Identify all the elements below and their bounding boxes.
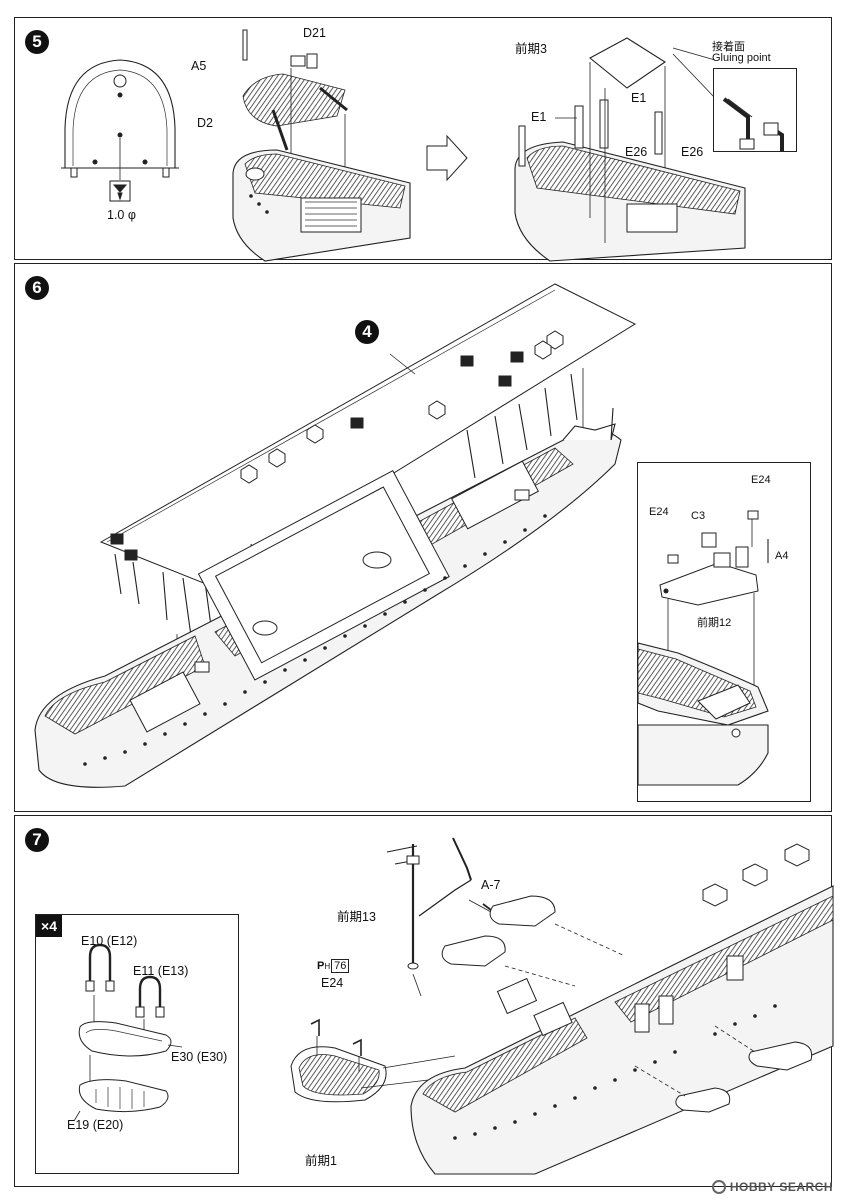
lifeboat-inset: ×4	[35, 914, 239, 1174]
part-label-e24: E24	[321, 976, 344, 990]
step-5-illustration	[61, 29, 746, 262]
gluing-detail-icon	[722, 97, 784, 151]
step-7-panel: 7 ×4 E10 (E12) E11 (E	[14, 815, 834, 1187]
part-label-a7: A-7	[481, 878, 501, 892]
arch-part	[61, 59, 179, 180]
step-7-illustration	[290, 837, 834, 1175]
part-label-zenki1: 前期1	[305, 1154, 337, 1168]
part-label-e1-left: E1	[531, 110, 547, 124]
bow-deck-part	[242, 29, 348, 223]
inset-label-e24-left: E24	[649, 506, 669, 518]
step-6-illustration	[34, 283, 637, 788]
gluing-point-inset	[713, 68, 797, 152]
step-5-panel: 5	[14, 17, 832, 262]
inset-label-c3: C3	[691, 510, 706, 522]
part-label-e10: E10 (E12)	[81, 934, 138, 948]
drill-hole-icon	[109, 180, 131, 202]
step-number-badge: 5	[25, 30, 49, 54]
part-label-e26-left: E26	[625, 145, 648, 159]
hull-bow-left	[232, 149, 411, 262]
hull-portholes	[83, 514, 547, 766]
inset-label-a4: A4	[775, 550, 789, 562]
part-label-d2: D2	[197, 116, 213, 130]
gluing-label-en: Gluing point	[712, 52, 771, 64]
part-label-e30: E30 (E30)	[171, 1050, 228, 1064]
mast-and-crane	[386, 837, 500, 997]
gluing-label-jp: 接着面	[712, 41, 745, 53]
part-label-e26-right: E26	[681, 145, 704, 159]
quantity-badge: ×4	[36, 915, 62, 937]
lifeboat-illustration	[73, 943, 183, 1122]
bow-detail-inset	[637, 462, 811, 802]
part-label-zenki3: 前期3	[515, 42, 547, 56]
inset-label-e24-right: E24	[751, 474, 771, 486]
part-label-e19: E19 (E20)	[67, 1118, 124, 1132]
watermark: HOBBY SEARCH	[711, 1180, 833, 1194]
inset-illustration	[637, 510, 769, 786]
part-label-d21: D21	[303, 26, 326, 40]
next-arrow-icon	[426, 134, 468, 182]
part-label-a5: A5	[191, 59, 207, 73]
part-label-e1-right: E1	[631, 91, 647, 105]
hull-forward-section	[410, 843, 834, 1175]
hobby-search-logo-icon	[711, 1180, 726, 1194]
step-number-badge: 6	[25, 276, 49, 300]
inset-label-zenki12: 前期12	[697, 617, 732, 629]
hull-bow-right	[514, 37, 746, 262]
bow-platform-part	[290, 1018, 456, 1103]
hull-portholes-step7	[453, 1004, 777, 1140]
sub-assembly-callout: 4	[355, 320, 379, 344]
drill-size-label: 1.0 φ	[107, 208, 136, 222]
part-label-zenki13: 前期13	[337, 910, 376, 924]
part-label-e11: E11 (E13)	[133, 964, 189, 978]
deck-hexagon-markers	[110, 330, 564, 561]
step-6-panel: 6 4	[14, 263, 832, 812]
step-number-badge: 7	[25, 828, 49, 852]
main-hull-part	[34, 407, 622, 788]
